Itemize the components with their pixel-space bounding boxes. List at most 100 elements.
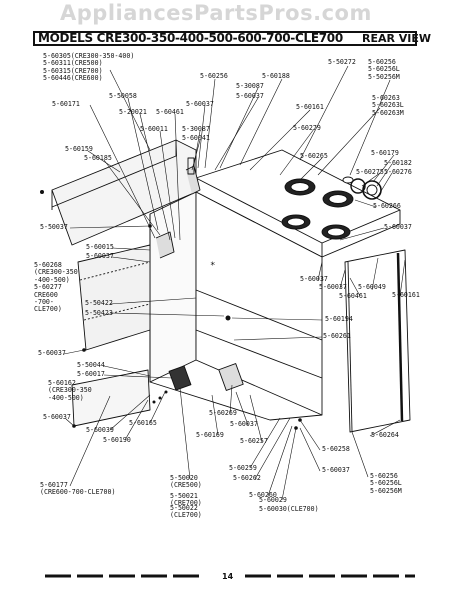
watermark: AppliancesPartsPros.com bbox=[60, 1, 372, 25]
part-number-label: 5-60030(CLE700) bbox=[259, 505, 319, 513]
part-number-label: 5-50423 bbox=[85, 309, 113, 317]
part-callout: 5-60161 bbox=[296, 103, 324, 111]
terminal-block bbox=[168, 365, 192, 391]
vent-ring bbox=[350, 178, 366, 194]
part-callout: 5-60171 bbox=[52, 100, 80, 108]
part-number-label: 5-60185 bbox=[84, 154, 112, 162]
part-number-label: (CRE700) bbox=[170, 499, 202, 508]
part-callout: 5-60261 bbox=[323, 332, 351, 340]
svg-text:*: * bbox=[210, 261, 215, 271]
part-number-label: 5-60275 bbox=[356, 168, 384, 176]
part-number-label: CRE600 bbox=[34, 290, 58, 299]
part-number-label: 5-60194 bbox=[325, 315, 353, 323]
part-callout: 5-60041 bbox=[182, 134, 210, 142]
part-callout: 5-60265 bbox=[300, 152, 328, 160]
part-callout: 5-60177(CRE600-700-CLE700) bbox=[40, 481, 115, 497]
part-callout: 5-60037 bbox=[186, 100, 214, 108]
part-number-label: 5-60169 bbox=[196, 431, 224, 439]
part-number-label: 5-60029 bbox=[259, 496, 287, 504]
part-number-label: 5-60037 bbox=[384, 223, 412, 231]
part-callout: 5-50021(CRE700) bbox=[170, 492, 202, 508]
part-callout: 5-60037 bbox=[300, 275, 328, 283]
part-number-label: 5-60265 bbox=[300, 152, 328, 160]
part-number-label: 5-60260 bbox=[249, 491, 277, 499]
part-callout: 5-60037 bbox=[236, 92, 264, 100]
part-number-label: 5-60017 bbox=[77, 370, 105, 378]
part-callout: 5-50058 bbox=[109, 92, 137, 100]
part-number-label: 5-60461 bbox=[156, 108, 184, 116]
part-callout: 5-30087 bbox=[182, 125, 210, 133]
part-callout: 5-50022(CLE700) bbox=[170, 504, 202, 520]
part-number-label: 5-60037 bbox=[43, 413, 71, 421]
part-number-label: (CRE300-350 bbox=[34, 268, 78, 277]
header-box bbox=[33, 31, 417, 46]
part-callout: 5-60194 bbox=[325, 315, 353, 323]
part-number-label: 5-60263M bbox=[372, 108, 404, 117]
part-number-label: 5-60037 bbox=[186, 100, 214, 108]
part-callout: 5-60030(CLE700) bbox=[259, 505, 319, 513]
part-callout: 5-60179 bbox=[371, 149, 399, 157]
part-number-label: 5-60311(CRE500) bbox=[43, 59, 103, 68]
part-callout: 5-60266 bbox=[373, 202, 401, 210]
part-callout: 5-60037 bbox=[43, 413, 71, 421]
part-callout: 5-60279 bbox=[293, 124, 321, 132]
part-callout: 5-60017 bbox=[77, 370, 105, 378]
part-number-label: 5-50256M bbox=[368, 72, 400, 81]
part-number-label: -700- bbox=[34, 298, 54, 307]
part-callout: 5-60011 bbox=[140, 125, 168, 133]
part-callout: 5-60305(CRE300-350-400)5-60311(CRE500)5-… bbox=[43, 52, 134, 83]
part-number-label: 5-50058 bbox=[109, 92, 137, 100]
part-callout: 5-60190 bbox=[103, 436, 131, 444]
part-callout: 5-60162(CRE300-350-400-500) bbox=[48, 379, 92, 402]
part-number-label: 5-60258 bbox=[322, 445, 350, 453]
page-title: MODELS CRE300-350-400-500-600-700-CLE700 bbox=[38, 31, 343, 45]
part-callout: 5-50423 bbox=[85, 309, 113, 317]
part-number-label: 5-60315(CRE700) bbox=[43, 66, 103, 75]
part-callout: 5-60037 bbox=[384, 223, 412, 231]
part-number-label: 5-50021 bbox=[170, 492, 198, 500]
part-number-label: 5-60171 bbox=[52, 100, 80, 108]
part-callout: 5-60262 bbox=[233, 474, 261, 482]
rear-access-cover bbox=[77, 244, 151, 351]
part-callout: 5-60049 bbox=[358, 283, 386, 291]
part-number-label: 5-60159 bbox=[65, 145, 93, 153]
part-number-label: (CLE700) bbox=[170, 511, 202, 520]
part-callout: 5-60182 bbox=[384, 159, 412, 167]
part-callout: 5-50422 bbox=[85, 299, 113, 307]
part-callout: 5-60169 bbox=[196, 431, 224, 439]
part-number-label: 5-60277 bbox=[34, 283, 62, 292]
part-number-label: 5-60037 bbox=[86, 252, 114, 260]
part-number-label: 5-50272 bbox=[328, 58, 356, 66]
part-callout: 5-60185 bbox=[84, 154, 112, 162]
part-callout: 5-50044 bbox=[77, 361, 105, 369]
part-number-label: 5-60165 bbox=[129, 419, 157, 427]
part-callout: 5-60275 bbox=[356, 168, 384, 176]
part-number-label: 5-60049 bbox=[358, 283, 386, 291]
part-callout: 5-60269 bbox=[209, 409, 237, 417]
part-number-label: 5-60279 bbox=[293, 124, 321, 132]
cabinet-rear bbox=[149, 191, 197, 383]
part-number-label: 5-60161 bbox=[296, 103, 324, 111]
part-callout: 5-60461 bbox=[339, 292, 367, 300]
part-number-label: 5-60037 bbox=[236, 92, 264, 100]
side-panel bbox=[344, 249, 411, 433]
part-number-label: 5-60259 bbox=[229, 464, 257, 472]
part-callout: 5-60037 bbox=[322, 466, 350, 474]
part-number-label: 5-60269 bbox=[209, 409, 237, 417]
part-number-label: (CRE500) bbox=[170, 481, 202, 490]
part-number-label: 5-60263L bbox=[372, 101, 404, 110]
part-number-label: 5-60276 bbox=[384, 168, 412, 176]
part-callout: 5-20021 bbox=[119, 108, 147, 116]
part-callout: 5-60257 bbox=[240, 437, 268, 445]
part-callout: 5-60037 bbox=[319, 283, 347, 291]
part-number-label: 5-30087 bbox=[182, 125, 210, 133]
part-number-label: 5-60041 bbox=[182, 134, 210, 142]
part-number-label: 5-60037 bbox=[38, 349, 66, 357]
part-number-label: 5-50037 bbox=[40, 223, 68, 231]
part-number-label: 5-60190 bbox=[103, 436, 131, 444]
part-callout: 5-60039 bbox=[86, 426, 114, 434]
